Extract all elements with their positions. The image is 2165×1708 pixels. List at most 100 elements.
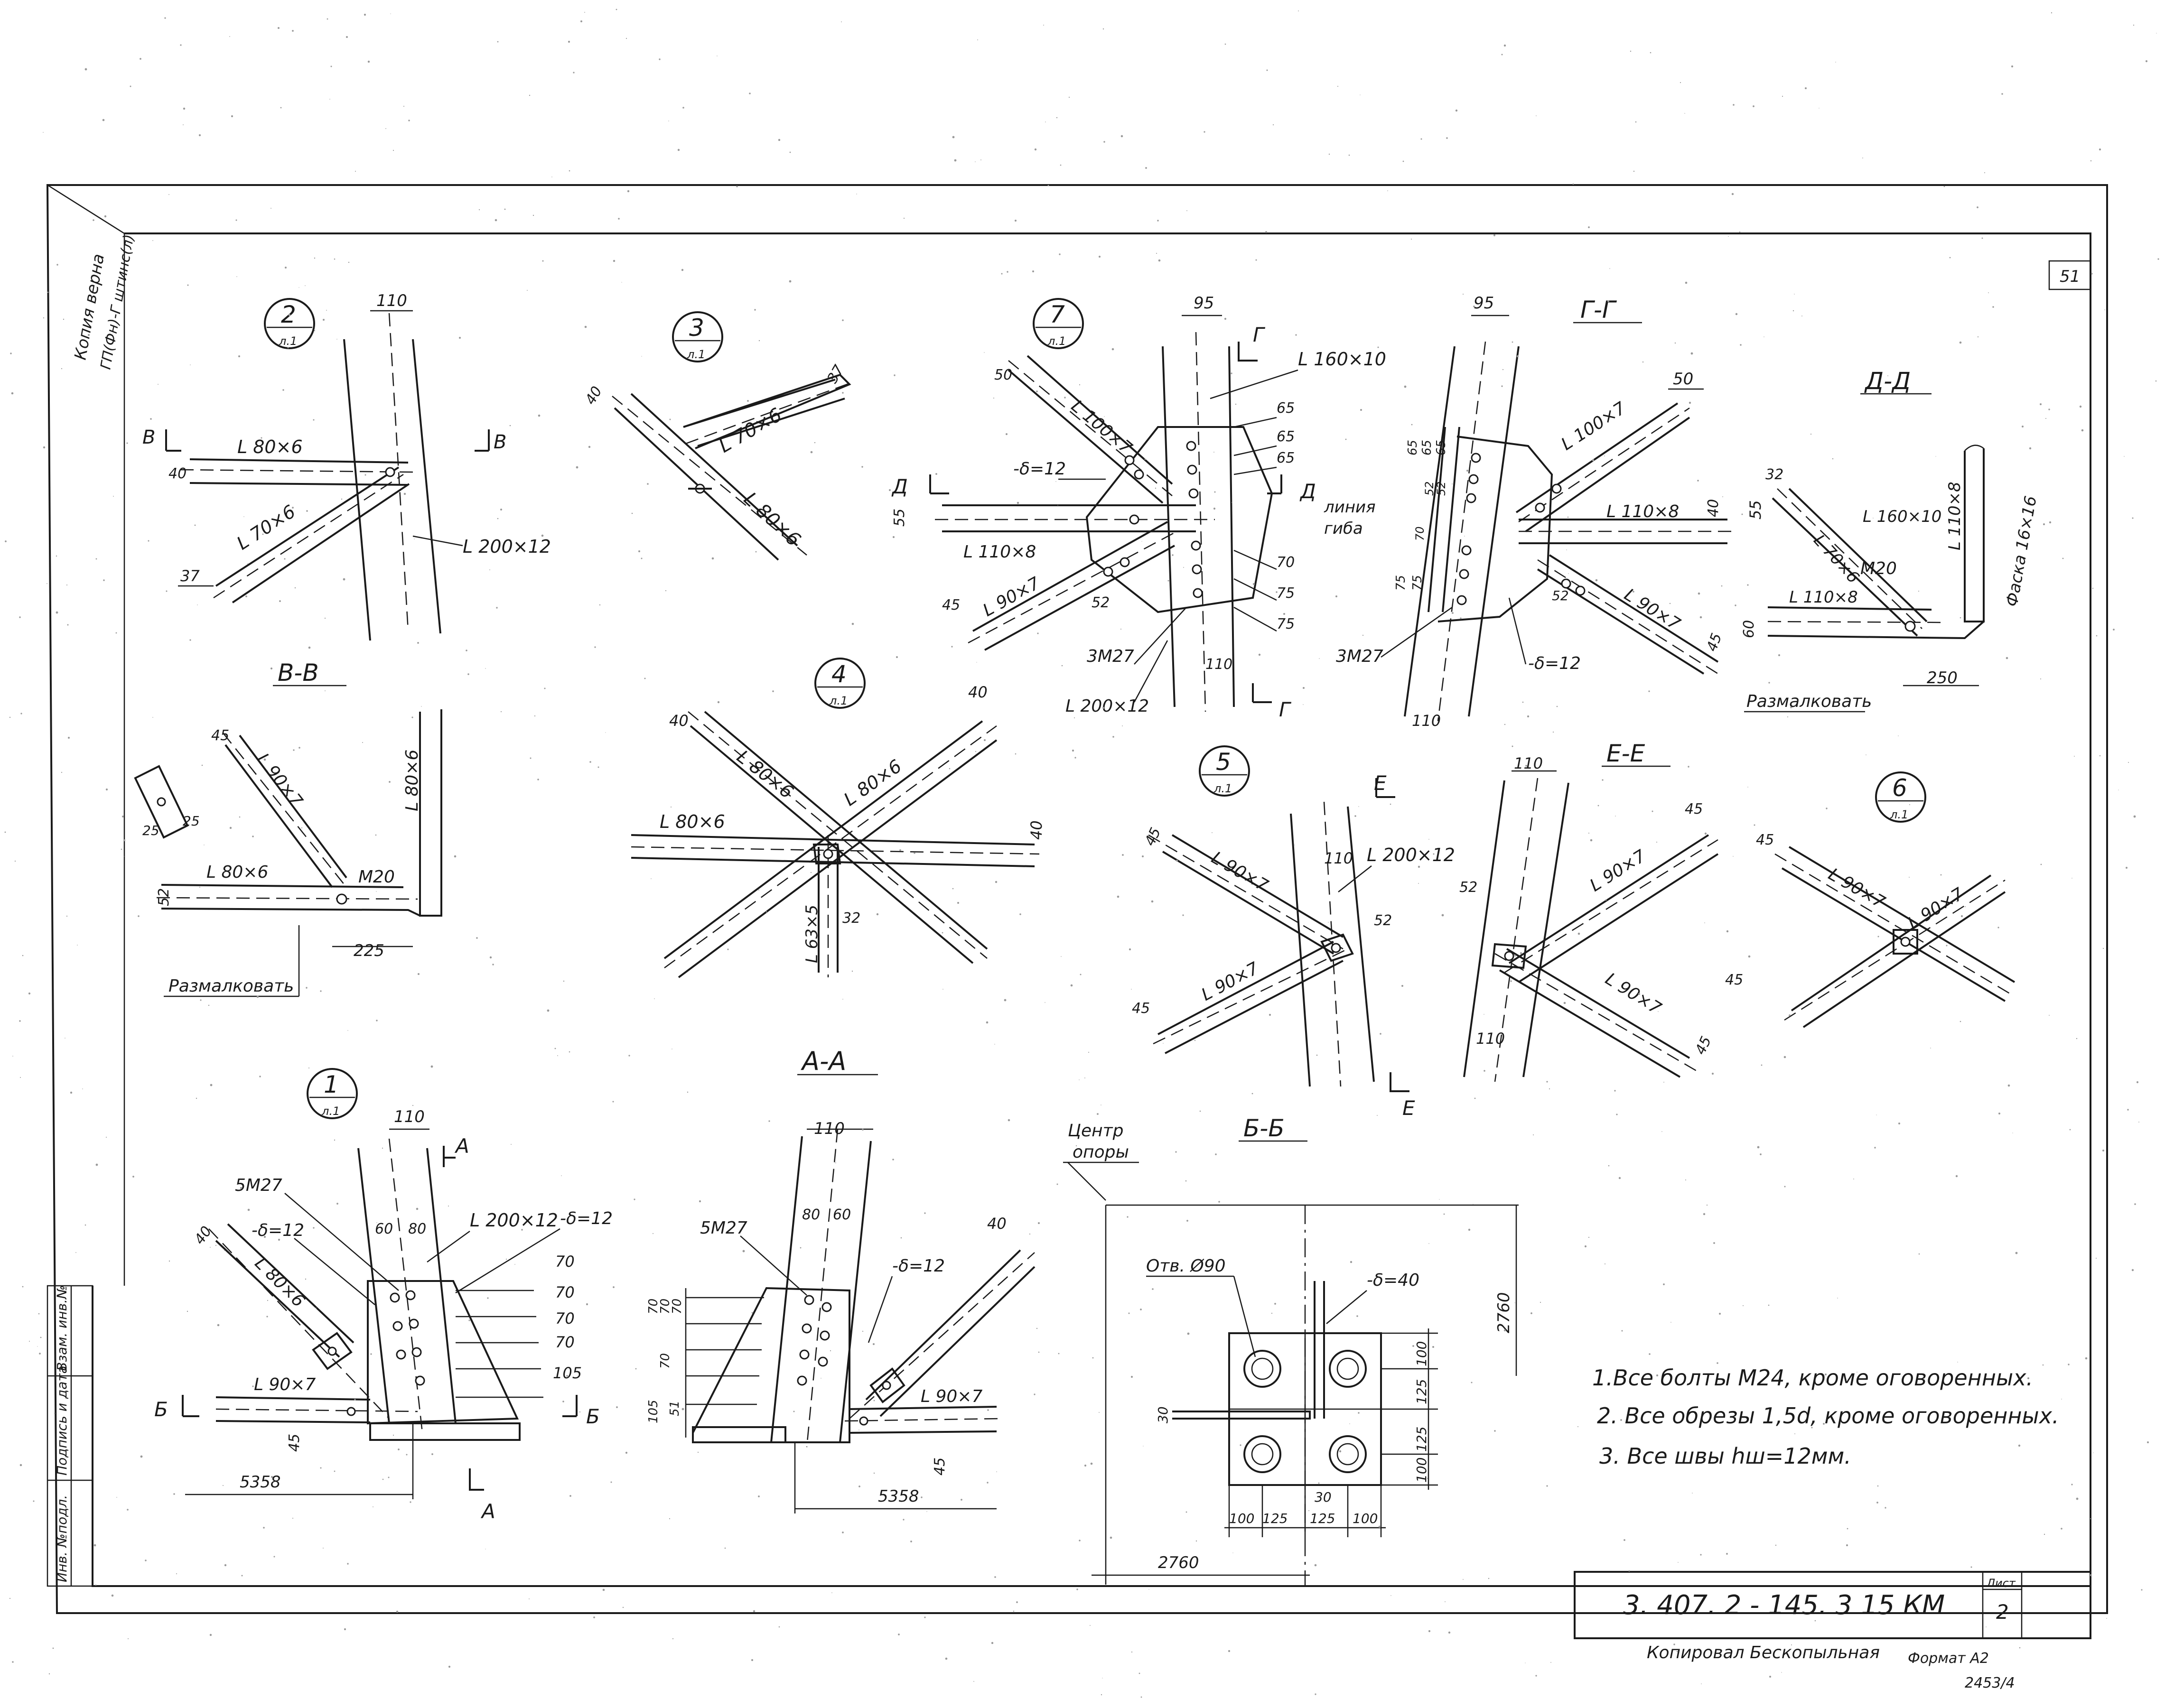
scan-speck bbox=[173, 1493, 175, 1495]
scan-speck bbox=[830, 1350, 831, 1352]
scan-speck bbox=[489, 569, 490, 570]
scan-speck bbox=[1122, 725, 1123, 726]
scan-speck bbox=[138, 915, 140, 917]
scan-speck bbox=[1588, 226, 1590, 228]
scan-speck bbox=[1466, 470, 1468, 472]
scan-speck bbox=[876, 913, 879, 916]
scan-speck bbox=[638, 550, 640, 552]
scan-speck bbox=[1775, 1544, 1777, 1546]
scan-speck bbox=[200, 999, 202, 1001]
scan-speck bbox=[116, 1497, 117, 1498]
scan-speck bbox=[1789, 1014, 1791, 1016]
scan-speck bbox=[1079, 1540, 1081, 1541]
scan-speck bbox=[896, 656, 898, 658]
scan-speck bbox=[899, 849, 901, 851]
scan-speck bbox=[12, 1056, 13, 1057]
section-bb-dim-30a: 30 bbox=[1155, 1406, 1171, 1423]
scan-speck bbox=[1885, 1507, 1886, 1509]
scan-speck bbox=[259, 1076, 261, 1077]
scan-speck bbox=[1473, 306, 1475, 307]
section-ee-dim-52: 52 bbox=[1459, 879, 1477, 896]
scan-speck bbox=[102, 119, 105, 121]
scan-speck bbox=[43, 132, 44, 133]
scan-speck bbox=[1185, 1511, 1187, 1513]
scan-speck bbox=[187, 1310, 188, 1312]
scan-speck bbox=[842, 1532, 844, 1533]
scan-speck bbox=[521, 1229, 523, 1231]
scan-speck bbox=[1176, 860, 1178, 862]
scan-speck bbox=[270, 667, 273, 670]
scan-speck bbox=[669, 1518, 671, 1520]
section-gg-dim-40: 40 bbox=[1705, 499, 1722, 517]
scan-speck bbox=[390, 13, 391, 14]
scan-speck bbox=[1213, 507, 1216, 510]
scan-speck bbox=[2049, 521, 2052, 524]
scan-speck bbox=[1175, 1151, 1177, 1153]
scan-speck bbox=[130, 85, 131, 87]
scan-speck bbox=[1887, 375, 1888, 376]
scan-speck bbox=[991, 1642, 994, 1644]
note-1: 1.Все болты М24, кроме оговоренных. bbox=[1592, 1365, 2033, 1391]
scan-speck bbox=[1661, 1131, 1662, 1132]
scan-speck bbox=[229, 36, 230, 37]
scan-speck bbox=[504, 208, 506, 210]
scan-speck bbox=[344, 1628, 346, 1631]
scan-speck bbox=[1685, 281, 1688, 284]
node-1-cut-b-left: Б bbox=[154, 1398, 168, 1421]
node-1-dim-80: 80 bbox=[408, 1221, 426, 1237]
scan-speck bbox=[209, 1634, 212, 1636]
node-2-dim-40: 40 bbox=[168, 465, 187, 482]
scan-speck bbox=[1618, 1177, 1621, 1179]
scan-speck bbox=[842, 392, 844, 394]
section-ee-dim-110b: 110 bbox=[1476, 1030, 1505, 1048]
cut-v-right: В bbox=[494, 431, 506, 453]
scan-speck bbox=[1007, 271, 1008, 273]
scan-speck bbox=[597, 766, 599, 768]
scan-speck bbox=[305, 285, 306, 286]
scan-speck bbox=[1102, 707, 1104, 709]
scan-speck bbox=[753, 1610, 756, 1613]
scan-speck bbox=[751, 1659, 754, 1662]
scan-speck bbox=[5, 540, 7, 542]
node-1-d105: 105 bbox=[553, 1364, 582, 1382]
scan-speck bbox=[448, 1206, 449, 1207]
scan-speck bbox=[1401, 985, 1403, 987]
scan-speck bbox=[140, 1455, 143, 1458]
scan-speck bbox=[152, 717, 153, 718]
scan-speck bbox=[56, 264, 58, 266]
scan-speck bbox=[1172, 554, 1174, 556]
node-7-num: 7 bbox=[1050, 301, 1065, 328]
node-7-bolts: 3М27 bbox=[1087, 647, 1134, 666]
scan-speck bbox=[1017, 501, 1019, 504]
node-7-angle1: L 100×7 bbox=[1067, 396, 1136, 458]
scan-speck bbox=[1240, 1444, 1241, 1446]
scan-speck bbox=[1075, 1145, 1077, 1147]
section-bb-title: Б-Б bbox=[1243, 1114, 1285, 1142]
scan-speck bbox=[1728, 236, 1729, 237]
scan-speck bbox=[2076, 1038, 2078, 1040]
scan-speck bbox=[659, 58, 661, 60]
scan-speck bbox=[1502, 369, 1504, 371]
title-block: 3. 407. 2 - 145. 3 15 КМ Лист 2 Копирова… bbox=[1574, 1571, 2091, 1691]
scan-speck bbox=[602, 1588, 605, 1591]
scan-speck bbox=[1877, 936, 1879, 938]
scan-speck bbox=[717, 701, 720, 704]
scan-speck bbox=[1790, 706, 1792, 708]
scan-speck bbox=[610, 1481, 612, 1483]
scan-speck bbox=[1013, 1610, 1015, 1612]
scan-speck bbox=[1337, 86, 1338, 87]
scan-speck bbox=[20, 1077, 21, 1078]
scan-speck bbox=[576, 466, 579, 469]
scan-speck bbox=[634, 1198, 635, 1200]
section-gg-dim-45: 45 bbox=[1704, 631, 1726, 654]
scan-speck bbox=[1522, 701, 1524, 703]
scan-speck bbox=[1348, 154, 1350, 156]
scan-speck bbox=[1731, 193, 1734, 195]
scan-speck bbox=[2092, 587, 2094, 589]
scan-speck bbox=[924, 1616, 926, 1618]
scan-speck bbox=[1232, 1552, 1233, 1553]
node-1-dim-5358: 5358 bbox=[240, 1473, 281, 1492]
scan-speck bbox=[681, 1408, 684, 1411]
scan-speck bbox=[375, 834, 377, 836]
